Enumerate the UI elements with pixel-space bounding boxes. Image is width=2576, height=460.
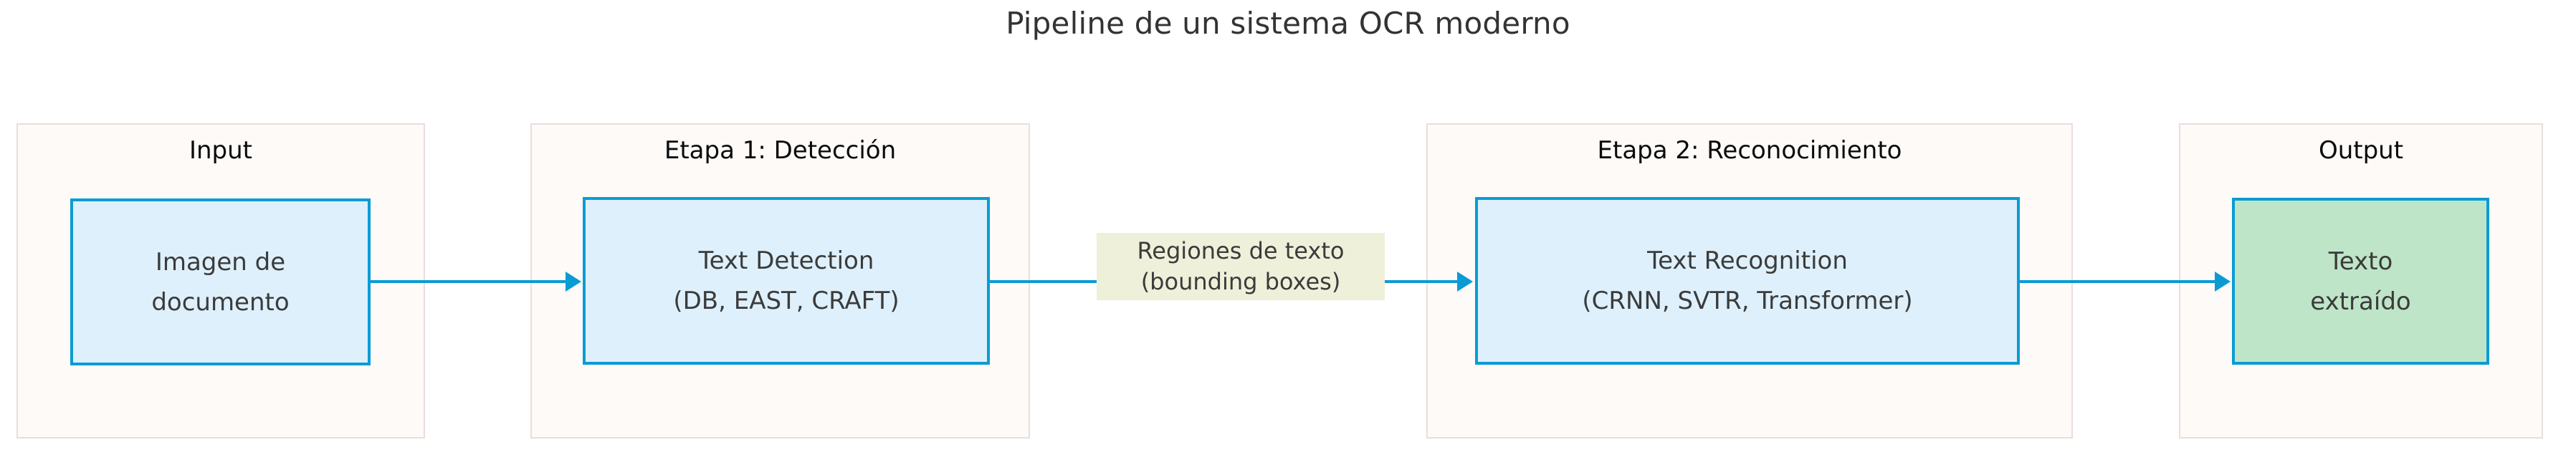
node-text-line1: Imagen de xyxy=(155,247,286,277)
arrowhead-icon xyxy=(2215,272,2231,292)
edge-label-line2: (bounding boxes) xyxy=(1140,268,1341,296)
cluster-label-etapa-1: Etapa 1: Detección xyxy=(664,136,897,165)
cluster-label-input: Input xyxy=(189,136,253,165)
cluster-label-output: Output xyxy=(2318,136,2404,165)
node-text-line2: extraído xyxy=(2310,287,2411,316)
edge-recognition-to-output xyxy=(2020,280,2216,283)
node-text-line1: Text Detection xyxy=(698,246,874,275)
node-imagen-de-documento[interactable]: Imagen de documento xyxy=(70,198,371,365)
arrowhead-icon xyxy=(566,272,581,292)
node-texto-extraido[interactable]: Texto extraído xyxy=(2232,198,2489,365)
node-text-line2: documento xyxy=(151,287,290,317)
node-text-line1: Texto xyxy=(2328,246,2393,276)
node-text-line2: (DB, EAST, CRAFT) xyxy=(673,287,900,315)
edge-label-regiones-de-texto: Regiones de texto (bounding boxes) xyxy=(1097,233,1385,301)
cluster-label-etapa-2: Etapa 2: Reconocimiento xyxy=(1597,136,1902,165)
edge-label-line1: Regiones de texto xyxy=(1137,237,1345,264)
arrowhead-icon xyxy=(1457,272,1473,292)
page-title: Pipeline de un sistema OCR moderno xyxy=(1006,6,1570,41)
node-text-recognition[interactable]: Text Recognition (CRNN, SVTR, Transforme… xyxy=(1475,197,2020,365)
edge-input-to-detection xyxy=(371,280,567,283)
node-text-line2: (CRNN, SVTR, Transformer) xyxy=(1582,287,1913,315)
node-text-line1: Text Recognition xyxy=(1647,246,1848,275)
node-text-detection[interactable]: Text Detection (DB, EAST, CRAFT) xyxy=(583,197,990,365)
